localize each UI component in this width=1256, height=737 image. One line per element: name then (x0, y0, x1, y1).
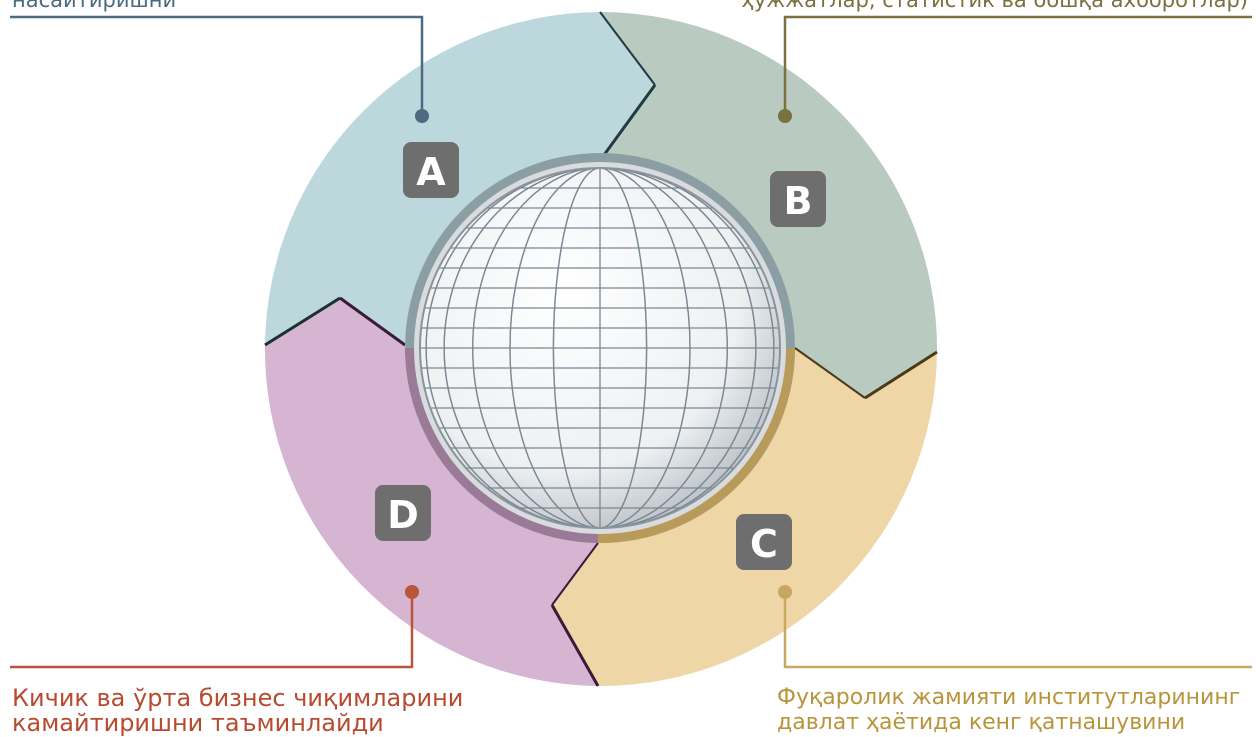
label-bottom-right-line2: давлат ҳаётида кенг қатнашувини (777, 710, 1186, 735)
badge-a-letter: A (416, 150, 446, 194)
segment-b (600, 12, 938, 398)
badge-b: B (770, 171, 826, 227)
label-bottom-left-line2: камайтиришни таъминлайди (12, 709, 384, 737)
segment-a (265, 12, 655, 345)
segment-d (264, 298, 598, 686)
badge-b-letter: B (784, 179, 813, 223)
label-bottom-left-line1: Кичик ва ўрта бизнес чиқимларини (12, 684, 464, 712)
badge-a: A (403, 142, 459, 198)
label-top-right: ҳужжатлар, статистик ва бошқа ахборотлар… (741, 0, 1248, 12)
badge-d: D (375, 485, 431, 541)
leader-line-b (783, 15, 1252, 116)
badge-d-letter: D (387, 493, 419, 537)
badge-c-letter: C (750, 522, 778, 566)
label-top-left: насайтиришни (12, 0, 177, 12)
leader-line-c (783, 592, 1252, 669)
globe-icon (419, 167, 781, 529)
leader-line-d (10, 592, 414, 669)
badge-c: C (736, 514, 792, 570)
leader-line-a (10, 15, 424, 116)
label-bottom-right-line1: Фуқаролик жамияти институтларининг (777, 685, 1241, 710)
